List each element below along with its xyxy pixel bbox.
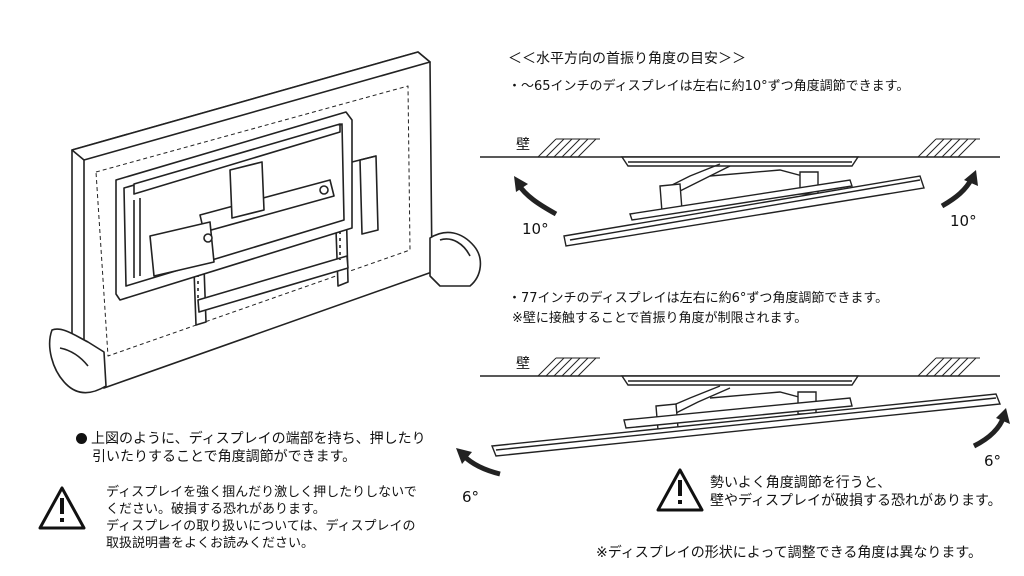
caution-text: ディスプレイを強く掴んだり激しく押したりしないで ください。破損する恐れがありま… [106, 485, 417, 551]
arrow-right-6 [972, 415, 1007, 449]
bullet-icon [76, 433, 87, 444]
top-view-diagram-65 [480, 138, 1000, 247]
tv-mount-illustration [48, 51, 482, 394]
right-hand [429, 231, 482, 287]
left-hand [48, 328, 107, 394]
note-77-contact: ※壁に接触することで首振り角度が制限されます。 [512, 311, 808, 326]
angle-label-right: 6° [984, 452, 1002, 470]
wall-label: 壁 [516, 137, 530, 153]
angle-label-left: 10° [522, 220, 549, 238]
note-65-inch: ・～65インチのディスプレイは左右に約10°ずつ角度調節できます。 [508, 79, 910, 94]
warning-icon [656, 468, 704, 512]
wall-hatch-right [917, 138, 980, 158]
note-77-inch: ・77インチのディスプレイは左右に約6°ずつ角度調節できます。 [508, 291, 889, 306]
wall-hatch-left [537, 138, 600, 158]
footer-note: ※ディスプレイの形状によって調整できる角度は異なります。 [596, 545, 982, 561]
angle-label-right: 10° [950, 212, 977, 230]
arrow-right-10 [940, 176, 975, 209]
adjust-instruction: 上図のように、ディスプレイの端部を持ち、押したり [76, 430, 426, 448]
arrow-left-10 [515, 182, 558, 217]
warning-icon [38, 486, 86, 530]
tv-bar-tilted [563, 175, 925, 247]
wall-label: 壁 [516, 356, 530, 372]
wall-hatch-right [917, 357, 980, 377]
caution-text-right: 勢いよく角度調節を行うと、 壁やディスプレイが破損する恐れがあります。 [710, 475, 1002, 509]
wall-hatch-left [537, 357, 600, 377]
adjust-instruction-line2: 引いたりすることで角度調節ができます。 [92, 449, 357, 465]
section-title: ＜＜水平方向の首振り角度の目安＞＞ [508, 51, 746, 67]
top-view-diagram-77 [456, 357, 1010, 477]
tv-bar-tilted [491, 393, 1001, 457]
tv-bracket [115, 111, 379, 301]
arrow-left-6 [462, 454, 501, 477]
angle-label-left: 6° [462, 488, 480, 506]
